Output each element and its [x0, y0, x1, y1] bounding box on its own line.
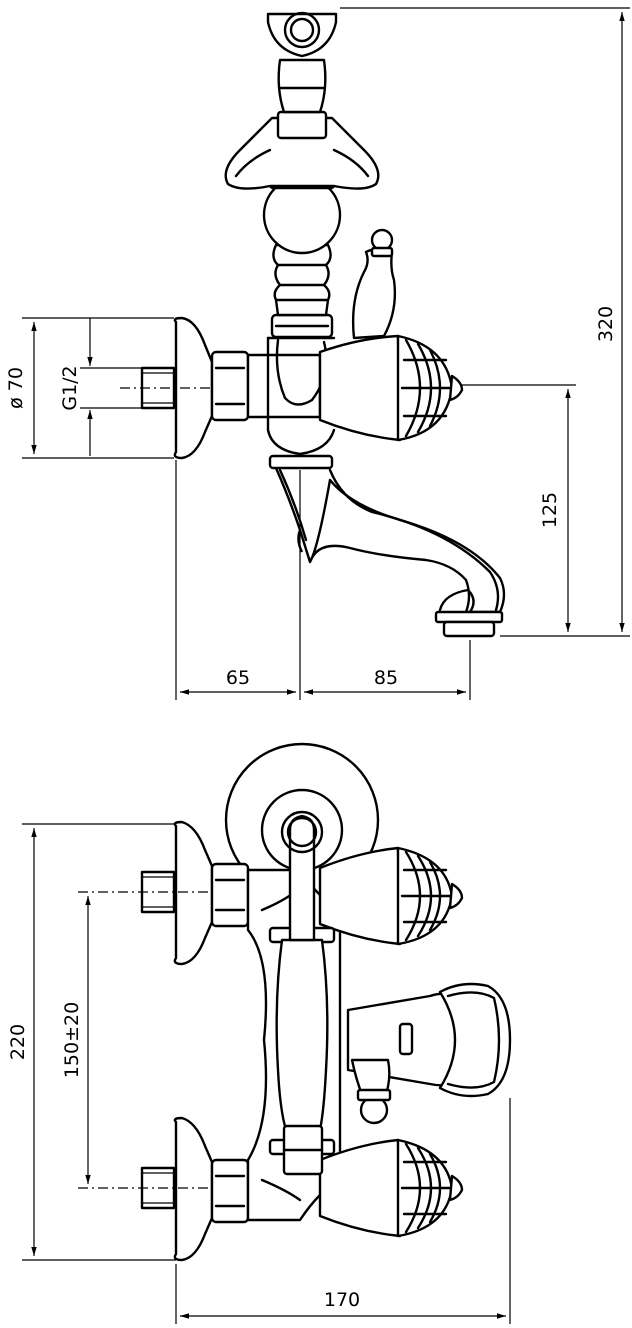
- side-union-nut: [210, 350, 250, 422]
- side-lever: [351, 247, 397, 340]
- side-handle: [318, 334, 402, 442]
- front-upper-flange: [173, 820, 214, 966]
- side-bell-cup: [224, 116, 380, 190]
- side-spout-outlet: [434, 610, 504, 624]
- side-spout: [274, 467, 506, 614]
- dim-width-front: 170: [324, 1289, 360, 1311]
- front-diverter-cup: [438, 982, 512, 1098]
- dim-height-total: 320: [595, 306, 617, 342]
- dim-wall-to-axis: 65: [226, 667, 250, 689]
- dim-thread: G1/2: [59, 365, 81, 410]
- front-upper-nut: [210, 862, 250, 928]
- front-lower-nut: [210, 1158, 250, 1224]
- dim-spout-height: 125: [539, 492, 561, 528]
- front-holder-pin: [288, 814, 316, 942]
- side-view: [120, 11, 506, 638]
- dim-height-front: 220: [7, 1024, 29, 1060]
- front-shower-column: [275, 938, 329, 1132]
- side-column: [272, 243, 332, 317]
- front-lower-flange: [173, 1116, 214, 1262]
- front-dimensions: 220 150±20 170: [7, 823, 511, 1324]
- side-spout-collar: [268, 454, 334, 470]
- dim-diameter: ø 70: [5, 367, 27, 409]
- side-holder-ring: [266, 12, 338, 58]
- dim-inlet-spacing: 150±20: [61, 1002, 83, 1078]
- front-view: [78, 742, 512, 1262]
- side-holder-arm: [277, 58, 327, 114]
- side-dimensions: 320 125 ø 70 G1/2 65 85: [5, 7, 630, 700]
- dim-axis-to-spout: 85: [374, 667, 398, 689]
- side-body: [246, 353, 322, 419]
